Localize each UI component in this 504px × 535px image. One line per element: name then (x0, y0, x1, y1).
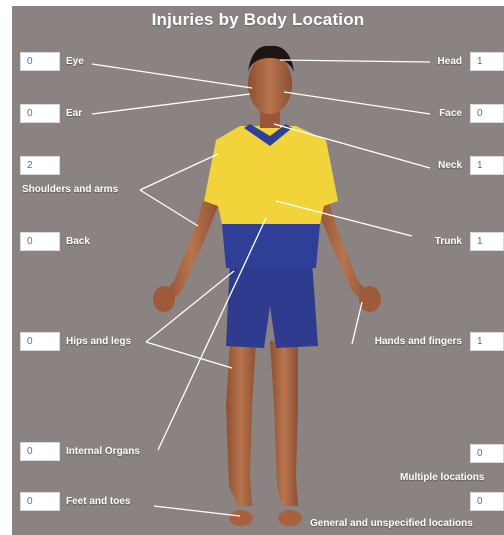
hands-fingers-label: Hands and fingers (375, 336, 462, 347)
shoulders-arms-count-field[interactable]: 2 (20, 156, 60, 175)
internal-organs-label: Internal Organs (66, 446, 140, 457)
face-count-field[interactable]: 0 (470, 104, 504, 123)
general-locations-count-field[interactable]: 0 (470, 492, 504, 511)
head-label: Head (438, 56, 462, 67)
head-count-field[interactable]: 1 (470, 52, 504, 71)
shoulders-arms-label: Shoulders and arms (22, 184, 118, 195)
face-label: Face (439, 108, 462, 119)
neck-label: Neck (438, 160, 462, 171)
back-count-field[interactable]: 0 (20, 232, 60, 251)
back-label: Back (66, 236, 90, 247)
hands-fingers-count-field[interactable]: 1 (470, 332, 504, 351)
hips-legs-count-field[interactable]: 0 (20, 332, 60, 351)
trunk-count-field[interactable]: 1 (470, 232, 504, 251)
eye-count-field[interactable]: 0 (20, 52, 60, 71)
feet-toes-count-field[interactable]: 0 (20, 492, 60, 511)
ear-label: Ear (66, 108, 82, 119)
neck-count-field[interactable]: 1 (470, 156, 504, 175)
ear-count-field[interactable]: 0 (20, 104, 60, 123)
eye-label: Eye (66, 56, 84, 67)
body-location-panel: Injuries by Body Location 0 Eye 0 Ear 2 … (12, 6, 504, 535)
multiple-locations-label: Multiple locations (400, 472, 484, 483)
multiple-locations-count-field[interactable]: 0 (470, 444, 504, 463)
trunk-label: Trunk (435, 236, 462, 247)
general-locations-label: General and unspecified locations (310, 518, 473, 529)
hips-legs-label: Hips and legs (66, 336, 131, 347)
internal-organs-count-field[interactable]: 0 (20, 442, 60, 461)
feet-toes-label: Feet and toes (66, 496, 130, 507)
page-title: Injuries by Body Location (12, 10, 504, 30)
